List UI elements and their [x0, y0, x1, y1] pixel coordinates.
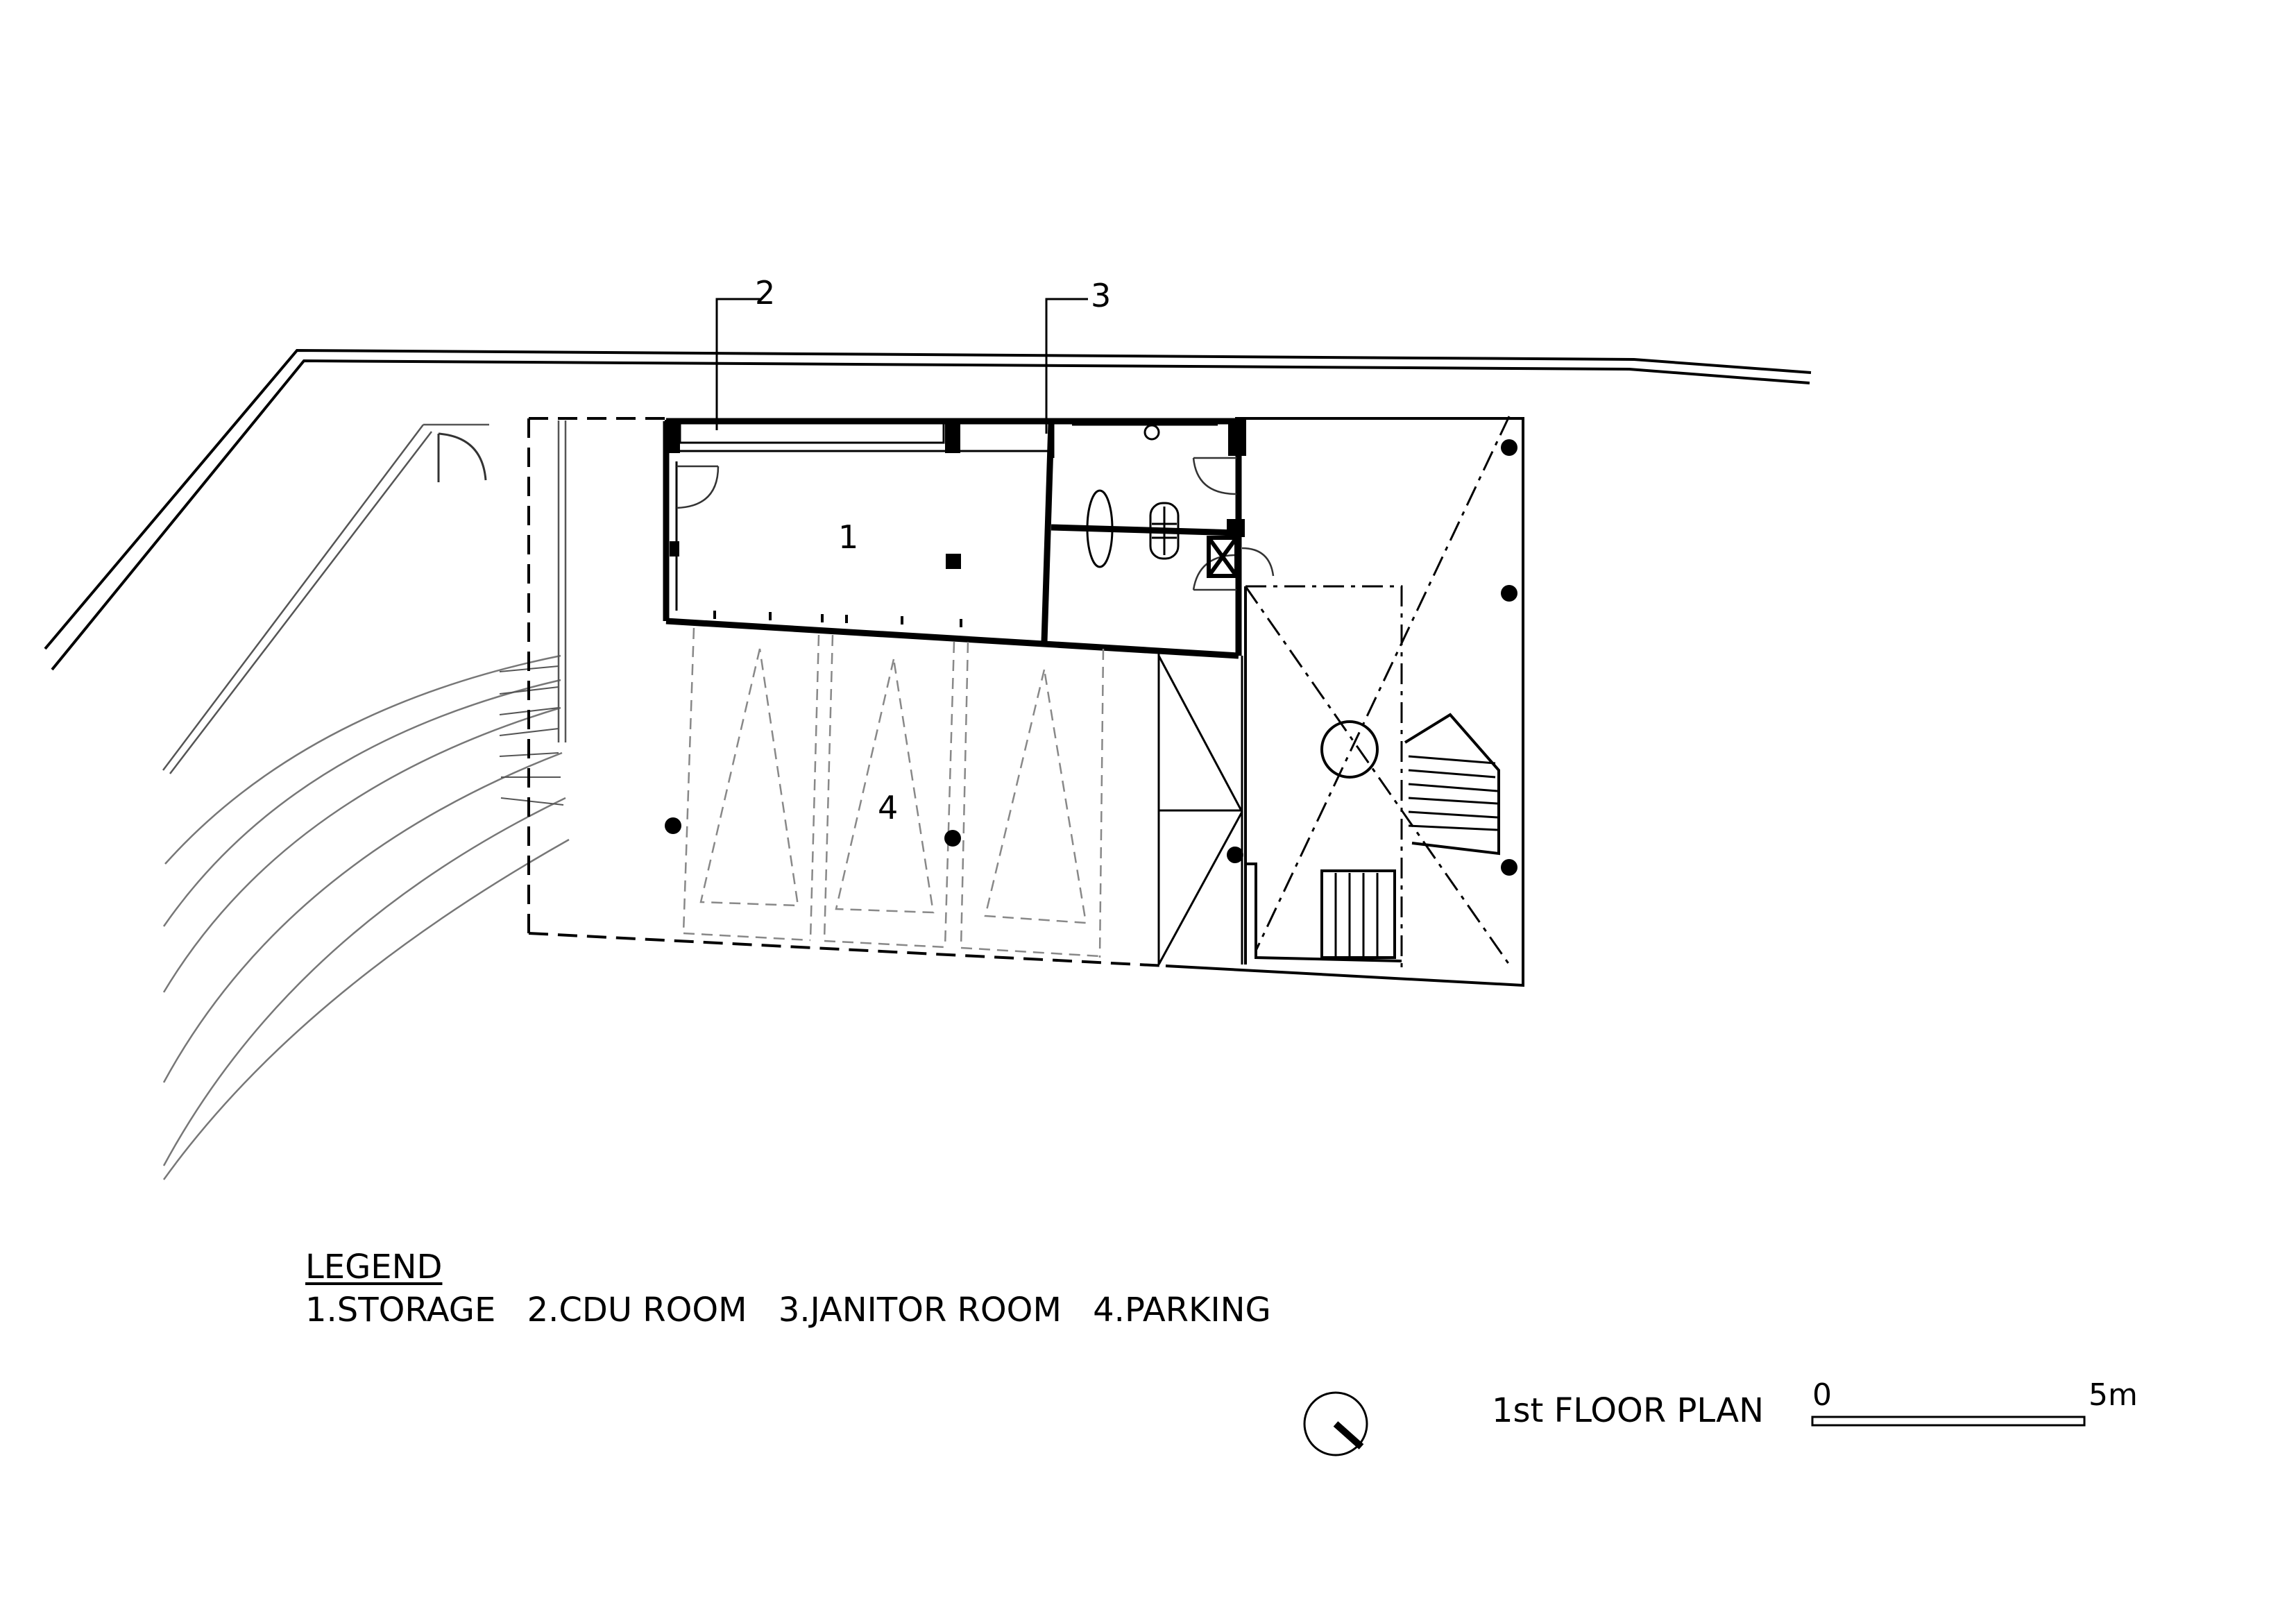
- legend-items: 1.STORAGE 2.CDU ROOM 3.JANITOR ROOM 4.PA…: [305, 1289, 1292, 1332]
- parking-columns: [665, 817, 961, 847]
- legend-item-janitor: 3.JANITOR ROOM: [778, 1291, 1062, 1329]
- entry-door: [437, 432, 487, 482]
- vehicle-ramp: [1157, 652, 1243, 965]
- callout-leaders: [715, 298, 1088, 434]
- storage-marks: [713, 611, 962, 627]
- parking-stalls: [682, 627, 1105, 958]
- stair-core: [1244, 586, 1500, 965]
- callout-3: 3: [1091, 277, 1111, 314]
- room-label-storage: 1: [838, 518, 858, 556]
- inner-walls: [672, 422, 1053, 611]
- building-footprint: [527, 417, 1166, 967]
- storage-door: [676, 465, 720, 509]
- core-columns: [1227, 439, 1517, 876]
- janitor-fixtures: [1072, 423, 1218, 568]
- legend: LEGEND 1.STORAGE 2.CDU ROOM 3.JANITOR RO…: [305, 1246, 1292, 1332]
- ramp-railing: [162, 420, 567, 774]
- scale-end-label: 5m: [2089, 1377, 2138, 1413]
- curved-steps: [162, 654, 570, 1180]
- legend-item-parking: 4.PARKING: [1093, 1291, 1271, 1329]
- legend-title: LEGEND: [305, 1248, 443, 1286]
- callout-2: 2: [755, 274, 775, 312]
- void-circle: [1320, 720, 1379, 779]
- columns: [665, 420, 1246, 569]
- scale-bar: [1811, 1416, 2086, 1427]
- site-boundary: [44, 348, 1812, 671]
- scale-start-label: 0: [1812, 1377, 1832, 1413]
- room-label-parking: 4: [878, 789, 898, 826]
- shaft: [1207, 536, 1239, 578]
- legend-item-cdu: 2.CDU ROOM: [527, 1291, 747, 1329]
- north-arrow-icon: [1303, 1391, 1368, 1456]
- legend-item-storage: 1.STORAGE: [305, 1291, 496, 1329]
- plan-title: 1st FLOOR PLAN: [1492, 1391, 1764, 1430]
- stair-treads: [1334, 755, 1498, 958]
- east-boundary: [1165, 417, 1524, 987]
- void-outline: [1244, 416, 1511, 968]
